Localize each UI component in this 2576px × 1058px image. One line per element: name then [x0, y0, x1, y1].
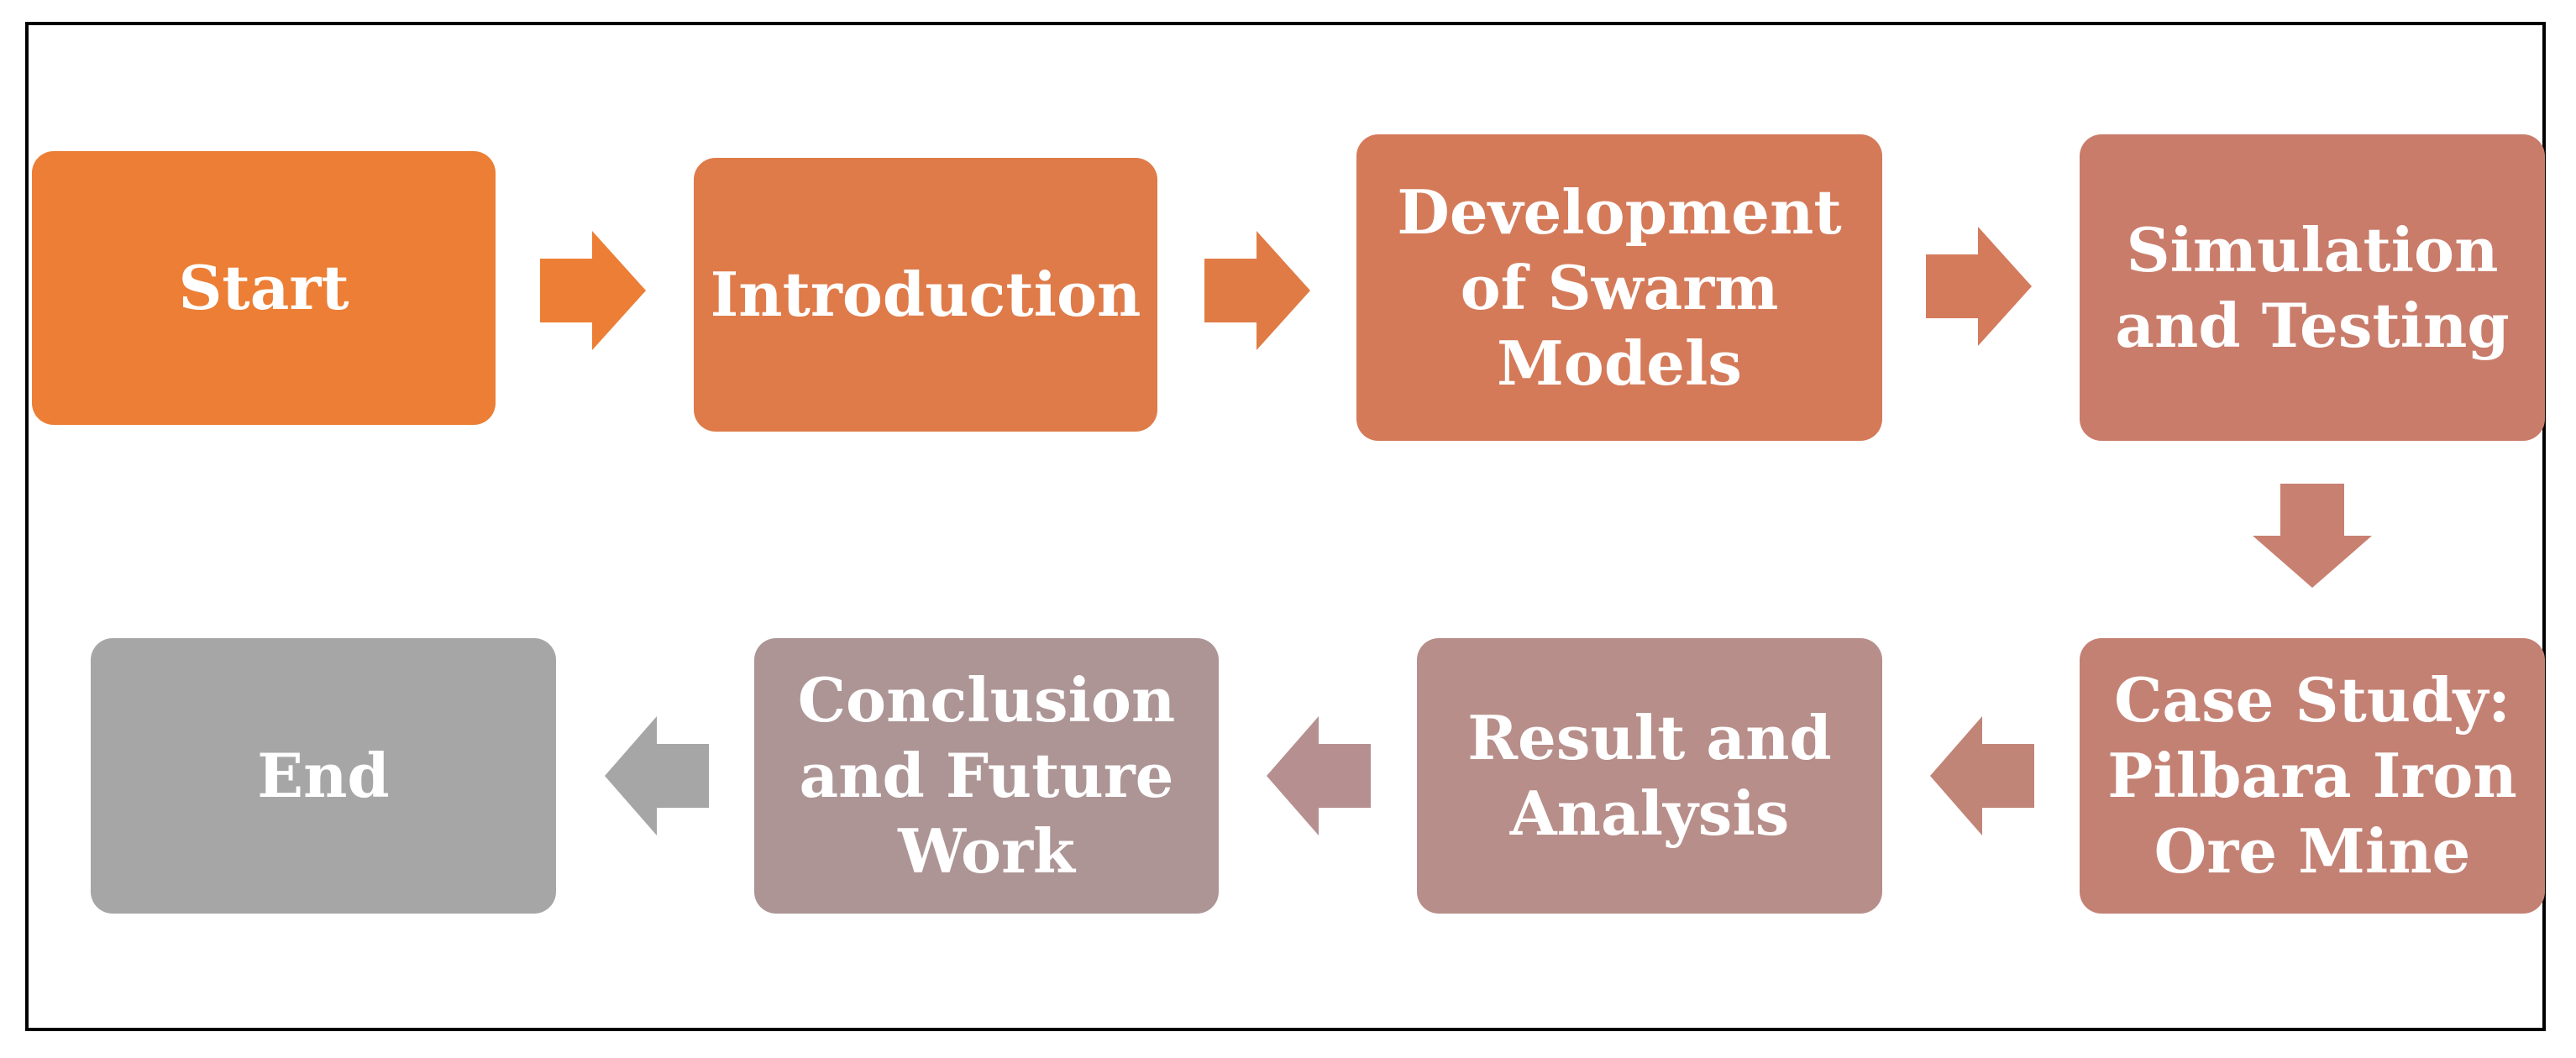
step-simulation-label: Simulation and Testing — [2115, 213, 2510, 361]
step-development: Development of Swarm Models — [1356, 134, 1882, 441]
step-start-label: Start — [178, 252, 349, 323]
arrow-conclusion-to-end — [605, 716, 709, 835]
arrow-right-icon — [540, 231, 646, 350]
step-result: Result and Analysis — [1417, 638, 1882, 914]
step-result-label: Result and Analysis — [1467, 702, 1832, 849]
arrow-result-to-conclusion — [1267, 716, 1371, 835]
diagram-frame — [25, 22, 2546, 1031]
step-end-label: End — [257, 740, 390, 811]
arrow-case-study-to-result — [1930, 716, 2034, 835]
step-introduction-label: Introduction — [710, 259, 1141, 330]
step-case-study: Case Study: Pilbara Iron Ore Mine — [2080, 638, 2545, 914]
arrow-left-icon — [1930, 716, 2034, 835]
step-simulation: Simulation and Testing — [2080, 134, 2545, 441]
step-end: End — [91, 638, 556, 914]
arrow-left-icon — [1267, 716, 1371, 835]
arrow-simulation-to-case-study — [2253, 484, 2372, 588]
step-conclusion-label: Conclusion and Future Work — [797, 664, 1176, 887]
step-case-study-label: Case Study: Pilbara Iron Ore Mine — [2107, 664, 2517, 887]
arrow-right-icon — [1204, 231, 1310, 350]
step-conclusion: Conclusion and Future Work — [754, 638, 1219, 914]
step-start: Start — [32, 151, 496, 425]
arrow-down-icon — [2253, 484, 2372, 588]
step-development-label: Development of Swarm Models — [1397, 175, 1842, 399]
arrow-introduction-to-development — [1204, 231, 1310, 350]
arrow-right-icon — [1926, 227, 2032, 346]
arrow-start-to-introduction — [540, 231, 646, 350]
step-introduction: Introduction — [694, 158, 1157, 432]
arrow-development-to-simulation — [1926, 227, 2032, 346]
arrow-left-icon — [605, 716, 709, 835]
